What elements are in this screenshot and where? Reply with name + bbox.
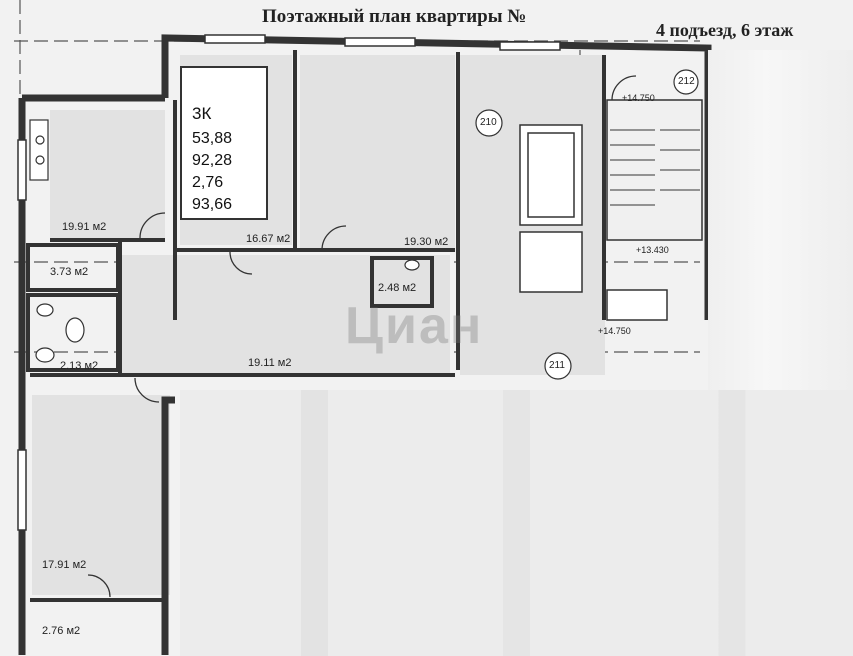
info-value-2: 92,28 xyxy=(192,152,233,169)
apartment-info-box: 3К 53,88 92,28 2,76 93,66 xyxy=(180,66,268,220)
room-area-balcony: 2.76 м2 xyxy=(42,625,81,637)
level-mark-2: +13.430 xyxy=(636,245,669,255)
level-mark-3: +14.750 xyxy=(598,326,631,336)
unit-marker-211: 211 xyxy=(549,360,565,371)
unit-marker-212: 212 xyxy=(678,76,695,87)
room-area-room2: 19.30 м2 xyxy=(404,236,449,248)
fixtures xyxy=(29,119,420,363)
door-swings xyxy=(87,75,637,598)
room-area-bath: 3.73 м2 xyxy=(50,266,89,278)
info-value-4: 93,66 xyxy=(192,196,233,213)
room-area-toilet: 2.13 м2 xyxy=(60,360,99,372)
apartment-type: 3К xyxy=(192,104,212,123)
stair-steps xyxy=(610,129,700,206)
obscured-area-right xyxy=(708,50,853,400)
unit-marker-circles xyxy=(475,69,699,380)
info-value-3: 2,76 xyxy=(192,174,224,191)
unit-marker-210: 210 xyxy=(480,117,497,128)
level-mark-1: +14.750 xyxy=(622,93,655,103)
room-area-hall: 19.11 м2 xyxy=(248,357,292,369)
watermark-logo: Циан xyxy=(345,297,484,355)
interior-walls xyxy=(26,50,606,602)
windows xyxy=(17,34,561,531)
info-value-1: 53,88 xyxy=(192,130,233,147)
room-area-room3: 17.91 м2 xyxy=(42,559,87,571)
obscured-area-bottom xyxy=(180,390,853,656)
stair-core xyxy=(519,99,703,321)
room-area-wc: 2.48 м2 xyxy=(378,282,417,294)
room-area-room1: 16.67 м2 xyxy=(246,233,291,245)
entrance-floor-label: 4 подъезд, 6 этаж xyxy=(656,20,794,40)
room-area-kitchen: 19.91 м2 xyxy=(62,221,107,233)
plan-title: Поэтажный план квартиры № xyxy=(262,6,527,27)
